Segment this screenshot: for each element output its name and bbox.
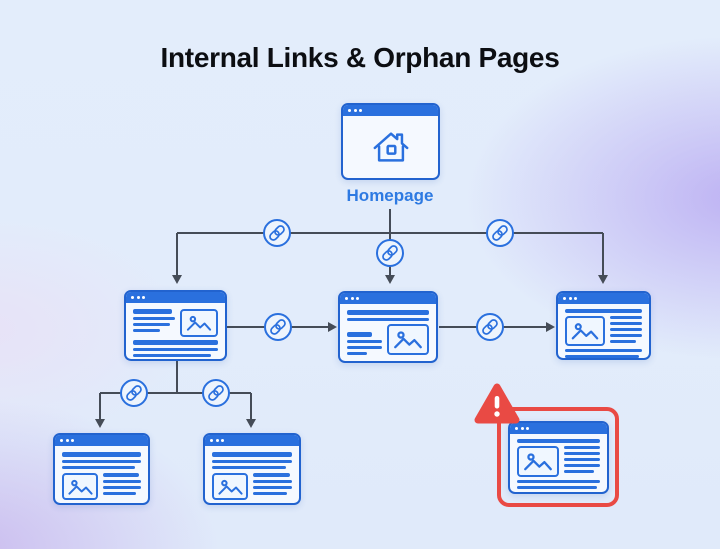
- subpage-node-left: [53, 433, 150, 505]
- link-icon: [263, 219, 291, 247]
- window-dots-icon: [205, 435, 299, 446]
- orphan-highlight-frame: [497, 407, 619, 507]
- homepage-node: [341, 103, 440, 180]
- link-icon: [264, 313, 292, 341]
- page-node-right: [556, 291, 651, 360]
- subpage-node-right: [203, 433, 301, 505]
- page-title: Internal Links & Orphan Pages: [160, 42, 560, 73]
- image-placeholder-icon: [212, 473, 248, 500]
- window-dots-icon: [510, 423, 607, 434]
- window-dots-icon: [55, 435, 148, 446]
- image-placeholder-icon: [565, 316, 605, 346]
- image-placeholder-icon: [387, 324, 429, 355]
- window-dots-icon: [558, 293, 649, 304]
- image-placeholder-icon: [517, 446, 559, 477]
- window-dots-icon: [126, 292, 225, 303]
- homepage-label: Homepage: [346, 186, 434, 205]
- window-dots-icon: [343, 105, 438, 116]
- link-icon: [486, 219, 514, 247]
- page-node-center: [338, 291, 438, 363]
- window-dots-icon: [340, 293, 436, 304]
- image-placeholder-icon: [180, 309, 218, 337]
- warning-icon: [474, 383, 520, 424]
- link-icon: [202, 379, 230, 407]
- link-icon: [376, 239, 404, 267]
- link-icon: [476, 313, 504, 341]
- link-icon: [120, 379, 148, 407]
- home-icon: [343, 116, 438, 178]
- page-node-left: [124, 290, 227, 361]
- orphan-page-node: [508, 421, 609, 494]
- image-placeholder-icon: [62, 473, 98, 500]
